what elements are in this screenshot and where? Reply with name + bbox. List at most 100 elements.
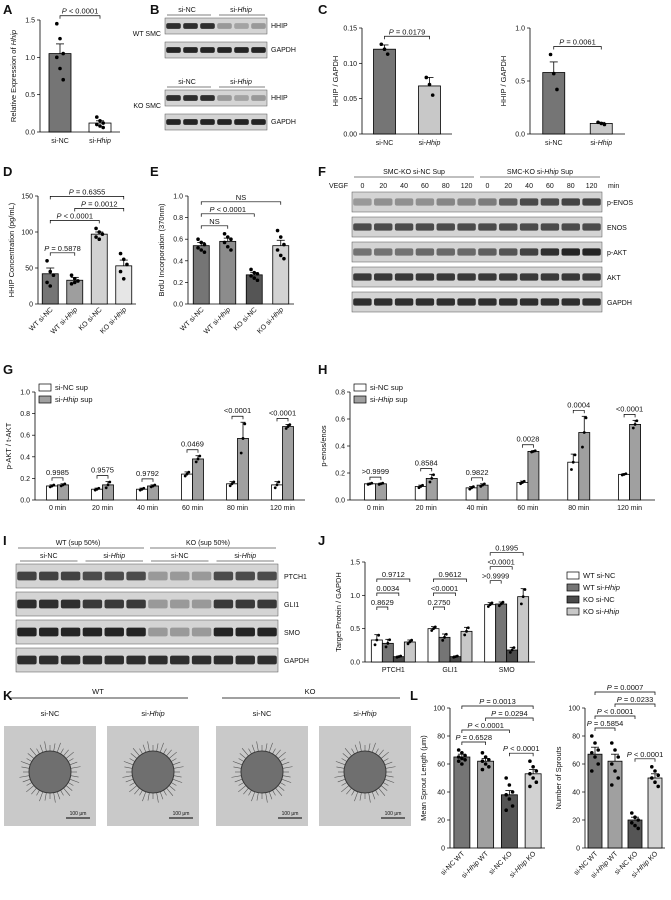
blot-i-gli1-lane-3 xyxy=(82,599,103,609)
blot-f-time-5: 120 xyxy=(461,183,473,190)
chart-h-xtick-label-4: 80 min xyxy=(568,505,589,512)
chart-j-bar-0-1 xyxy=(427,628,440,663)
chart-e-xtick-label-0: WT si-NC xyxy=(179,306,205,332)
chart-j-legend-label-0: WT si-NC xyxy=(583,571,616,580)
chart-j-pvalue-bracket-1-1 xyxy=(433,592,456,596)
chart-g-pvalue-bracket-3 xyxy=(186,449,199,453)
chart-h-pvalue-5: <0.0001 xyxy=(616,404,643,413)
spheroid-sprout-3-32 xyxy=(380,751,389,760)
chart-h-pvalue-bracket-0 xyxy=(369,476,382,481)
chart-d-xtick-label-3: KO si-Hhip xyxy=(99,306,128,335)
chart-g-point-0-5-2 xyxy=(277,480,281,484)
blot-f-time-8: 40 xyxy=(525,183,533,190)
chart-d-point-2-4 xyxy=(97,237,102,241)
chart-g-xtick-label-5: 120 min xyxy=(270,505,295,512)
spheroid-sprout-1-8 xyxy=(156,791,159,803)
chart-c2-bar-0 xyxy=(542,72,566,135)
chart-l1-point-3-4 xyxy=(531,776,535,780)
chart-e-pvalue-bracket-0 xyxy=(200,225,229,229)
chart-h-legend-label-0: si-NC sup xyxy=(370,383,403,392)
blot-i-smo-lane-11 xyxy=(257,627,277,637)
chart-l1-ylabel: Mean Sprout Length (μm) xyxy=(419,735,428,821)
chart-d-ytick-label-3: 150 xyxy=(21,194,33,201)
chart-l2-bar-0 xyxy=(587,753,603,849)
blot-i-ptch1-lane-4 xyxy=(104,571,124,581)
chart-a-point-1-2 xyxy=(101,121,105,125)
blot-f-p-akt-lane-7 xyxy=(499,248,518,256)
blot-b-0-hhip-box xyxy=(164,17,268,35)
blot-b-side-1: KO SMC xyxy=(133,103,161,110)
chart-l2-ytick-label-3: 60 xyxy=(572,762,580,769)
chart-c2-pvalue-bracket-0 xyxy=(553,46,602,50)
chart-d-point-3-3 xyxy=(118,269,123,274)
spheroid-sprout-2-2 xyxy=(280,778,292,783)
chart-l1-point-3-2 xyxy=(534,769,539,773)
chart-g-point-0-0-2 xyxy=(52,483,56,487)
chart-g-pvalue-1: 0.9575 xyxy=(91,466,114,475)
blot-b-1-gapdh-box xyxy=(164,113,268,131)
chart-g-bar-1-5 xyxy=(282,426,294,501)
chart-l1-point-1-2 xyxy=(487,758,491,762)
blot-f-p-enos-box xyxy=(351,191,603,213)
blot-f-p-akt-box xyxy=(351,241,603,263)
chart-j-point-1-1-1 xyxy=(443,635,446,639)
spheroid-sprout-0-5 xyxy=(62,787,71,796)
chart-e-point-2-4 xyxy=(252,276,257,280)
spheroid-sprout-3-26 xyxy=(359,741,362,753)
blot-f-gapdh-lane-1 xyxy=(374,298,393,306)
chart-c2-point-1-1 xyxy=(599,121,604,126)
chart-d-pvalue-bracket-3 xyxy=(74,208,125,212)
blot-i-smo-lane-8 xyxy=(191,627,212,637)
blot-i-smo-lane-5 xyxy=(126,627,146,637)
blot-f-p-enos-lane-4 xyxy=(436,198,455,206)
chart-j-xtick-label-1: GLI1 xyxy=(442,667,457,674)
panel-label-b: B xyxy=(150,2,159,17)
blot-b-0-gapdh-lane-3 xyxy=(217,47,232,53)
chart-d-bar-3 xyxy=(115,265,133,305)
blot-f-label-0: p-ENOS xyxy=(607,200,633,207)
spheroid-sprout-1-20 xyxy=(123,761,135,766)
chart-j-point-1-1-2 xyxy=(444,632,448,636)
chart-e-point-3-1 xyxy=(278,235,283,239)
blot-f-gapdh-lane-2 xyxy=(394,298,414,306)
chart-g-point-0-3-0 xyxy=(183,474,187,478)
blot-i-gli1-lane-1 xyxy=(39,599,59,609)
chart-j-point-1-0-1 xyxy=(386,641,390,645)
chart-j-point-2-2-0 xyxy=(508,651,512,654)
chart-h-legend-swatch-0 xyxy=(353,383,367,392)
chart-e-pvalue-2: NS xyxy=(236,193,246,202)
chart-j-legend-swatch-2 xyxy=(566,595,580,604)
blot-f-gapdh-lane-4 xyxy=(436,298,455,306)
blot-i-ptch1-lane-7 xyxy=(170,571,190,581)
chart-c2-xtick-label-0: si-NC xyxy=(545,140,563,147)
chart-g-bar-1-2 xyxy=(147,485,159,501)
chart-l2-pvalue-bracket-3 xyxy=(614,703,656,707)
chart-g-point-1-0-2 xyxy=(63,482,67,486)
chart-l1-point-0-2 xyxy=(463,753,467,758)
chart-l2-point-3-5 xyxy=(656,784,660,789)
chart-h-point-0-1-2 xyxy=(421,483,424,487)
blot-f-p-enos-lane-2 xyxy=(394,198,414,206)
chart-h-bar-1-4 xyxy=(578,432,591,501)
chart-l1-point-2-0 xyxy=(504,776,508,780)
blot-b-cond-0-1: si-Hhip xyxy=(230,7,252,14)
blot-f-time-6: 0 xyxy=(485,183,489,190)
chart-c1-ytick-label-0: 0.00 xyxy=(343,132,357,139)
chart-j-bar-0-2 xyxy=(484,604,497,663)
blot-i-gapdh-lane-0 xyxy=(17,655,37,665)
chart-l1-point-2-2 xyxy=(510,790,515,794)
chart-g-point-1-4-2 xyxy=(243,422,247,426)
chart-d-xtick-label-1: WT si-Hhip xyxy=(50,306,79,335)
spheroid-sprout-2-23 xyxy=(241,748,250,757)
spheroid-sprout-3-23 xyxy=(344,748,353,757)
chart-l2-point-0-2 xyxy=(596,748,600,752)
chart-a-pvalue-0: P < 0.0001 xyxy=(62,7,99,16)
blot-f-time-0: 0 xyxy=(360,183,364,190)
chart-l2-point-3-1 xyxy=(653,769,657,773)
chart-c1-bar-0 xyxy=(373,48,396,135)
blot-i-smo-lane-7 xyxy=(170,627,190,637)
chart-a-point-1-0 xyxy=(95,115,99,119)
